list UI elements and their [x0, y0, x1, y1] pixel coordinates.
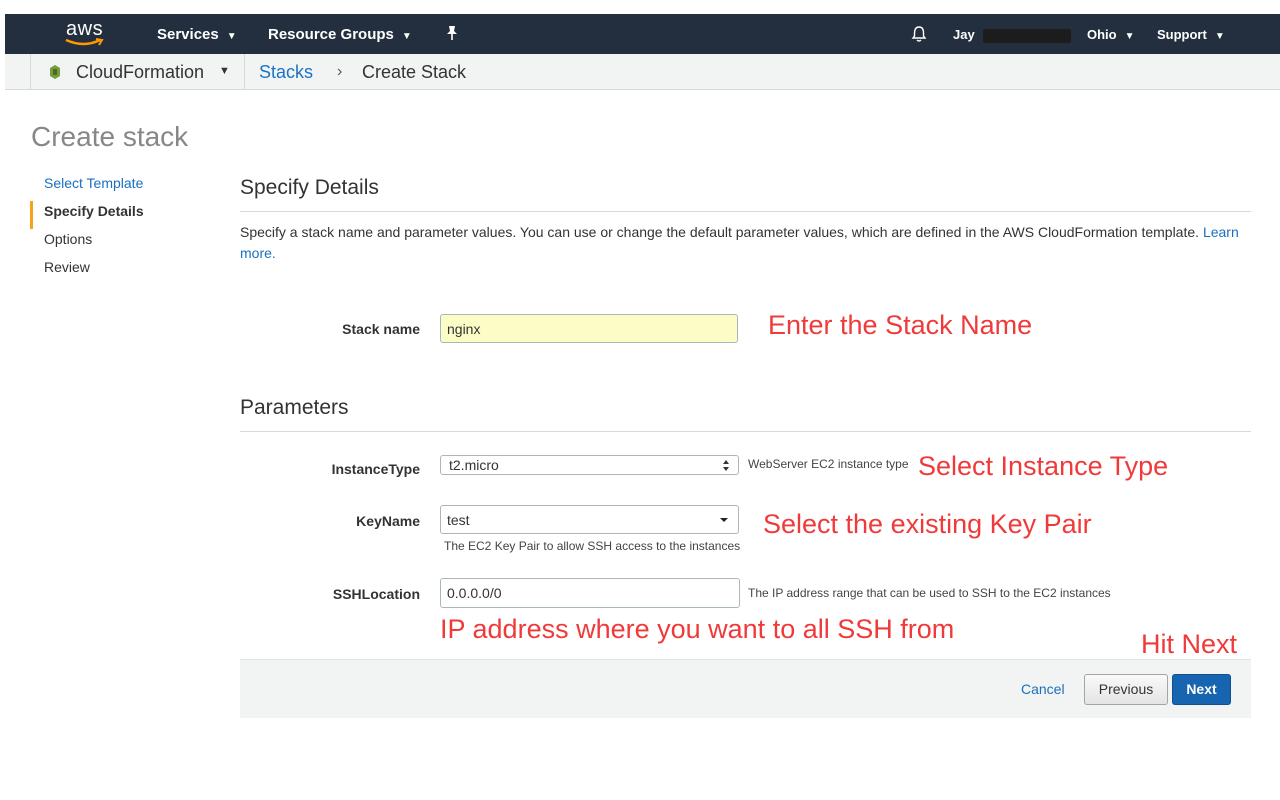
key-name-help: The EC2 Key Pair to allow SSH access to … — [444, 539, 741, 553]
chevron-down-icon: ▼ — [1124, 31, 1135, 42]
step-select-template[interactable]: Select Template — [44, 175, 144, 191]
stack-name-label: Stack name — [342, 321, 420, 337]
cloudformation-icon — [50, 65, 60, 79]
resource-groups-menu-label: Resource Groups — [268, 26, 394, 43]
wizard-steps: Select Template Specify Details Options … — [30, 173, 210, 285]
instance-type-select[interactable]: t2.micro — [440, 455, 739, 475]
step-specify-details: Specify Details — [30, 201, 210, 229]
user-name: Jay — [953, 27, 975, 42]
stack-name-input[interactable] — [440, 314, 738, 343]
instance-type-help: WebServer EC2 instance type — [748, 457, 909, 471]
key-name-label: KeyName — [356, 513, 420, 529]
user-menu[interactable]: Jay — [953, 27, 1071, 43]
chevron-down-icon: ▼ — [219, 65, 230, 77]
step-options: Options — [44, 231, 93, 247]
support-menu[interactable]: Support ▼ — [1157, 27, 1225, 42]
chevron-down-icon: ▼ — [226, 31, 237, 42]
cancel-button[interactable]: Cancel — [1021, 681, 1065, 697]
services-menu-label: Services — [157, 26, 219, 43]
key-name-value: test — [447, 512, 470, 528]
previous-button[interactable]: Previous — [1084, 674, 1168, 705]
resource-groups-menu[interactable]: Resource Groups ▼ — [268, 26, 412, 43]
annotation-stack-name: Enter the Stack Name — [768, 310, 1033, 340]
ssh-location-help: The IP address range that can be used to… — [748, 586, 1111, 600]
breadcrumb-current: Create Stack — [362, 62, 467, 82]
region-label: Ohio — [1087, 27, 1117, 42]
region-menu[interactable]: Ohio ▼ — [1087, 27, 1135, 42]
service-breadcrumb-bar: CloudFormation ▼ Stacks › Create Stack — [5, 54, 1280, 90]
services-menu[interactable]: Services ▼ — [157, 26, 237, 43]
annotation-ssh: IP address where you want to all SSH fro… — [440, 614, 955, 644]
redacted-username — [982, 28, 1071, 43]
wizard-footer: Cancel Previous Next — [240, 659, 1251, 718]
details-description: Specify a stack name and parameter value… — [240, 222, 1255, 264]
breadcrumb-stacks[interactable]: Stacks — [259, 62, 314, 82]
aws-smile-icon — [65, 38, 104, 46]
aws-logo[interactable]: aws — [60, 18, 110, 50]
step-review: Review — [44, 259, 90, 275]
page-title: Create stack — [31, 121, 189, 152]
details-description-text: Specify a stack name and parameter value… — [240, 224, 1200, 240]
instance-type-label: InstanceType — [331, 461, 420, 477]
annotation-instance-type: Select Instance Type — [918, 451, 1169, 481]
chevron-down-icon: ▼ — [401, 31, 412, 42]
top-navigation-bar: aws Services ▼ Resource Groups ▼ Jay Ohio ▼… — [5, 14, 1280, 54]
updown-arrows-icon — [723, 460, 729, 471]
service-switcher[interactable]: CloudFormation ▼ — [30, 54, 245, 89]
key-name-select[interactable]: test — [440, 505, 739, 534]
next-button[interactable]: Next — [1172, 674, 1231, 705]
ssh-location-input[interactable] — [440, 578, 740, 608]
support-label: Support — [1157, 27, 1207, 42]
chevron-down-icon: ▼ — [1214, 31, 1225, 42]
bell-icon[interactable] — [911, 25, 927, 48]
annotation-next: Hit Next — [1141, 629, 1238, 659]
annotation-key-pair: Select the existing Key Pair — [763, 509, 1092, 539]
service-name: CloudFormation — [76, 62, 205, 82]
aws-logo-text: aws — [66, 18, 104, 40]
section-divider — [240, 211, 1251, 212]
pin-icon[interactable] — [445, 25, 459, 46]
ssh-location-label: SSHLocation — [332, 586, 420, 602]
instance-type-value: t2.micro — [449, 457, 499, 473]
section-divider — [240, 431, 1251, 432]
learn-more-link[interactable]: Learn more. — [240, 224, 1239, 261]
breadcrumb-separator: › — [337, 63, 343, 80]
dropdown-arrow-icon — [720, 518, 728, 522]
parameters-heading: Parameters — [240, 396, 349, 419]
specify-details-heading: Specify Details — [240, 176, 379, 199]
